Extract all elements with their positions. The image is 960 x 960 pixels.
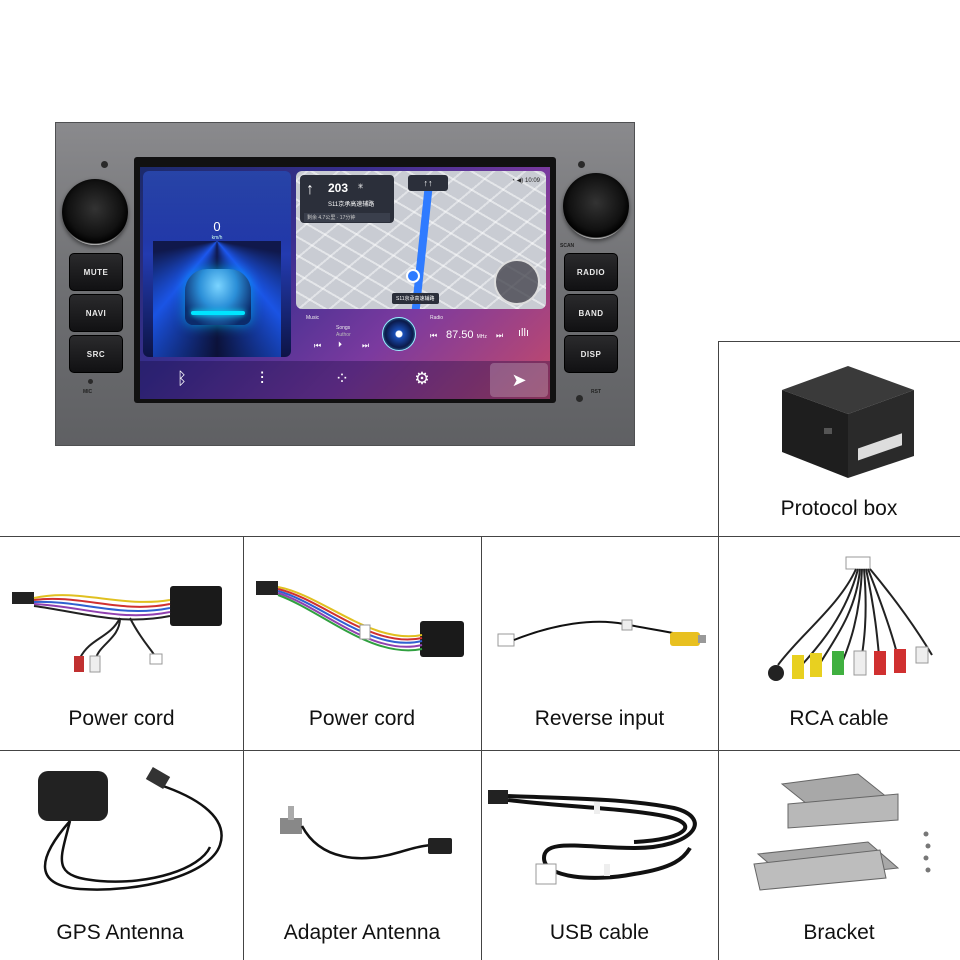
usb-cable-image (488, 790, 697, 885)
accessory-label-protocol-box: Protocol box (780, 497, 898, 520)
play-icon[interactable]: ⏵ (338, 340, 342, 349)
lane-guidance: ↑↑ (408, 175, 448, 191)
indicator-hole (578, 161, 585, 168)
rst-label: RST (591, 389, 601, 395)
accessory-label-reverse-input: Reverse input (534, 707, 665, 730)
power-cord-image-2 (256, 581, 464, 657)
grid-line (243, 536, 244, 960)
compass-minimap[interactable] (494, 259, 540, 305)
turn-distance: 203 (328, 181, 349, 195)
navigation-arrow-icon[interactable]: ➤ (490, 363, 548, 397)
gps-antenna-image (38, 766, 223, 891)
tuning-knob-right[interactable] (563, 173, 629, 239)
artist-label: Author (336, 332, 351, 338)
accessory-label-power-cord-2: Power cord (308, 707, 416, 730)
album-disc (382, 317, 416, 351)
radio-button[interactable]: RADIO (564, 253, 618, 291)
previous-track-icon[interactable]: ⏮ (314, 341, 322, 350)
touch-screen[interactable]: 0 km/h ↑ 203 米 S11京承高速辅路 剩余 4.7公里 · 17分钟… (140, 167, 550, 399)
grid-line (0, 750, 960, 751)
rst-hole (576, 395, 583, 402)
accessory-label-power-cord-1: Power cord (68, 707, 175, 730)
next-track-icon[interactable]: ⏭ (362, 341, 370, 350)
bluetooth-icon[interactable]: ᛒ (176, 369, 188, 388)
grid-line (0, 536, 960, 537)
current-road-tag: S11京承高速辅路 (392, 293, 439, 304)
frequency-value: 87.50 (446, 329, 474, 341)
speed-value: 0 (213, 219, 221, 234)
mute-button[interactable]: MUTE (69, 253, 123, 291)
car-stereo-head-unit: MIC RST SCAN MUTE NAVI SRC RADIO BAND DI… (55, 122, 635, 446)
power-cord-image-1 (12, 586, 222, 673)
arrow-up-icon: ↑ (306, 181, 314, 198)
disp-button[interactable]: DISP (564, 335, 618, 373)
car-icon (185, 269, 251, 325)
bracket-image (753, 773, 931, 891)
indicator-hole (101, 161, 108, 168)
mic-label: MIC (83, 389, 93, 395)
city-skyline (143, 171, 291, 241)
seek-back-icon[interactable]: ⏮ (430, 331, 438, 340)
speed-unit: km/h (211, 235, 223, 241)
next-road: S11京承高速辅路 (328, 202, 375, 208)
turn-instruction-card: ↑ 203 米 S11京承高速辅路 剩余 4.7公里 · 17分钟 (300, 175, 394, 223)
grid-line (718, 341, 960, 342)
navi-button[interactable]: NAVI (69, 294, 123, 332)
rca-cable-image (768, 556, 933, 681)
mic-hole (88, 379, 93, 384)
grid-line (481, 536, 482, 960)
equalizer-icon[interactable]: ⫶ (259, 369, 265, 388)
accessory-label-gps-antenna: GPS Antenna (56, 921, 184, 944)
radio-frequency: 87.50 MHz (446, 329, 487, 341)
accessory-label-bracket: Bracket (803, 921, 875, 944)
frequency-unit: MHz (476, 334, 487, 340)
media-widget[interactable]: Music Songs Author ⏮ ⏵ ⏭ Radio ⏮ 87.50 M… (296, 313, 546, 357)
accessory-label-usb-cable: USB cable (549, 921, 650, 944)
clock: 10:09 (524, 178, 540, 184)
navigation-map[interactable]: ↑ 203 米 S11京承高速辅路 剩余 4.7公里 · 17分钟 ↑↑ ◔ ◀… (296, 171, 546, 309)
accessory-label-adapter-antenna: Adapter Antenna (283, 921, 441, 944)
adapter-antenna-image (280, 806, 452, 860)
song-label: Songs (336, 325, 351, 331)
settings-gear-icon[interactable]: ⚙ (414, 369, 430, 388)
src-button[interactable]: SRC (69, 335, 123, 373)
seek-forward-icon[interactable]: ⏭ (496, 331, 504, 340)
scan-label: SCAN (560, 243, 575, 249)
remaining-trip: 剩余 4.7公里 · 17分钟 (304, 213, 390, 222)
music-label: Music (306, 315, 320, 321)
reverse-input-image (497, 619, 706, 647)
accessory-label-rca-cable: RCA cable (789, 707, 889, 730)
status-bar: ◔ ◀) 10:09 (511, 178, 540, 184)
audio-wave-icon: ıllı (518, 327, 529, 339)
grid-line (718, 341, 719, 960)
app-dock: ᛒ ⫶ ⁘ ⚙ ➤ (140, 361, 550, 399)
route-line (411, 191, 433, 309)
band-button[interactable]: BAND (564, 294, 618, 332)
volume-knob-left[interactable] (62, 179, 128, 245)
dashboard-widget[interactable]: 0 km/h (143, 171, 291, 357)
apps-grid-icon[interactable]: ⁘ (334, 369, 350, 388)
current-location-icon (406, 269, 420, 283)
turn-distance-unit: 米 (358, 184, 364, 190)
radio-label: Radio (430, 315, 444, 321)
protocol-box-image (782, 366, 914, 478)
